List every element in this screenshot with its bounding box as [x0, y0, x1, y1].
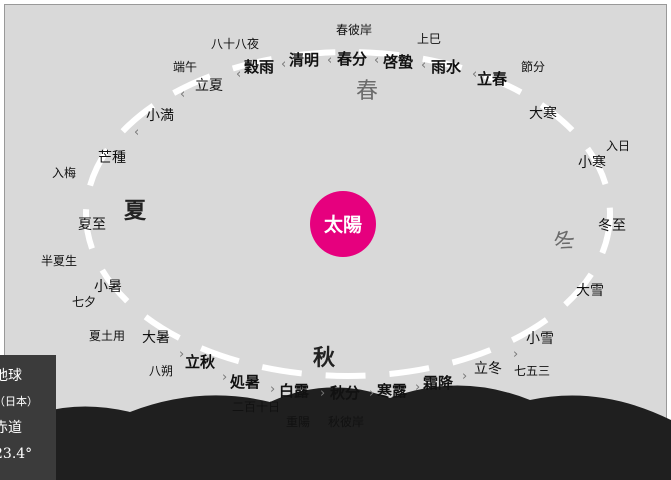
event-setsubun: 節分: [521, 59, 545, 74]
arrow-chevron-right-icon: ›: [179, 347, 184, 362]
event-nyunichi: 入日: [606, 139, 630, 153]
arrow-chevron-right-icon: ›: [513, 347, 518, 362]
arrow-chevron-right-icon: ›: [222, 370, 227, 385]
earth-info-box: 地球 （日本） 赤道 23.4°: [0, 355, 56, 480]
term-hakuro: 白露: [279, 382, 310, 400]
term-taisho: 大暑: [142, 330, 170, 346]
term-toji: 冬至: [598, 218, 626, 234]
event-shichigosan: 七五三: [514, 364, 550, 378]
arrow-chevron-right-icon: ›: [462, 369, 467, 384]
term-rikka: 立夏: [195, 78, 223, 94]
term-ritto: 立冬: [474, 361, 502, 377]
arrow-chevron-left-icon: ‹: [281, 57, 286, 72]
arrow-chevron-left-icon: ‹: [134, 125, 139, 140]
event-tango: 端午: [173, 60, 197, 74]
term-geshi: 夏至: [78, 217, 106, 233]
term-taisetsu: 大雪: [576, 283, 604, 299]
arrow-chevron-right-icon: ›: [320, 386, 325, 401]
term-usui: 雨水: [431, 58, 462, 76]
event-nyubai: 入梅: [52, 165, 76, 180]
arrow-chevron-left-icon: ‹: [472, 67, 477, 82]
season-summer: 夏: [124, 199, 147, 224]
event-nihyakutoka: 二百十日: [232, 400, 280, 414]
arrow-chevron-left-icon: ‹: [180, 87, 185, 102]
event-haru-higan: 春彼岸: [336, 23, 372, 37]
term-keichitsu: 啓蟄: [383, 53, 413, 71]
term-shosetsu: 小雪: [526, 331, 554, 347]
term-risshu: 立秋: [185, 353, 216, 371]
axial-tilt-value: 23.4°: [0, 446, 33, 462]
term-kokuu: 穀雨: [243, 58, 274, 76]
term-risshun: 立春: [477, 70, 507, 88]
term-soko: 霜降: [422, 374, 454, 392]
term-shunbun: 春分: [337, 50, 367, 68]
arrow-chevron-left-icon: ‹: [421, 58, 426, 73]
term-shoman: 小満: [146, 108, 174, 124]
earth-hills: [0, 385, 671, 480]
term-shokan: 小寒: [578, 154, 606, 171]
event-joshi: 上巳: [417, 32, 441, 46]
event-choyo: 重陽: [286, 415, 310, 429]
sun-label: 太陽: [324, 213, 362, 236]
term-seimei: 清明: [289, 51, 319, 69]
orbit-path: [83, 49, 613, 379]
season-winter: 冬: [550, 226, 579, 257]
arrow-chevron-left-icon: ‹: [327, 53, 332, 68]
arrow-chevron-left-icon: ‹: [374, 53, 379, 68]
event-hangesho: 半夏生: [41, 254, 77, 268]
event-hassaku: 八朔: [149, 363, 173, 378]
arrow-chevron-left-icon: ‹: [236, 67, 241, 82]
term-shubun: 秋分: [330, 384, 360, 402]
event-tanabata: 七夕: [72, 295, 96, 309]
term-boshu: 芒種: [98, 150, 126, 166]
arrow-chevron-right-icon: ›: [270, 382, 275, 397]
earth-label: 地球: [0, 368, 22, 384]
event-aki-higan: 秋彼岸: [328, 415, 364, 429]
term-shosho-autumn: 処暑: [229, 373, 260, 391]
equator-label: 赤道: [0, 420, 22, 436]
arrow-chevron-right-icon: ›: [415, 380, 420, 395]
season-spring: 春: [356, 79, 378, 104]
term-shosho: 小暑: [94, 279, 122, 295]
term-kanro: 寒露: [377, 382, 408, 400]
term-daikan: 大寒: [529, 105, 557, 122]
earth-japan-label: （日本）: [0, 395, 38, 408]
event-doyo: 夏土用: [89, 329, 125, 343]
season-autumn: 秋: [313, 346, 336, 371]
sun-circle: [310, 191, 376, 257]
event-hachijuhachiya: 八十八夜: [211, 36, 259, 51]
arrow-chevron-right-icon: ›: [369, 386, 374, 401]
